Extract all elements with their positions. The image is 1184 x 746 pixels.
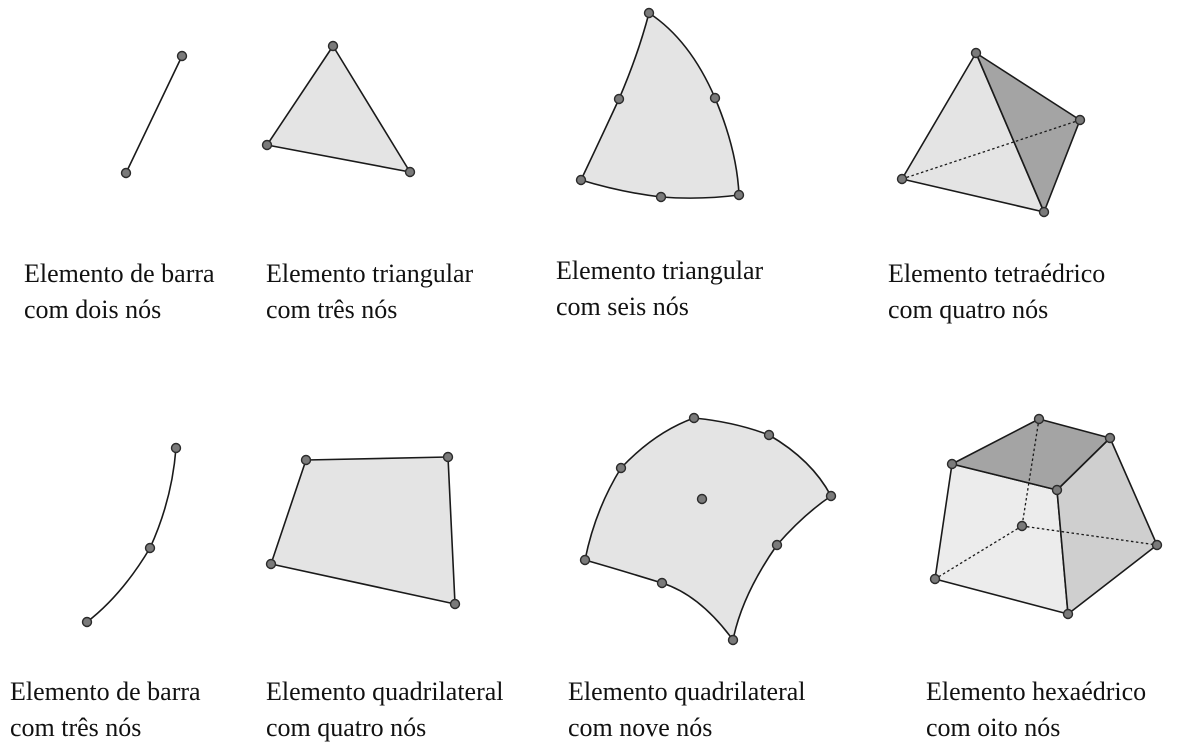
bar-edge (125, 55, 183, 174)
node (579, 554, 591, 566)
node (655, 191, 667, 203)
node (404, 166, 416, 178)
hex-hidden-edge (1021, 418, 1040, 527)
tetra-hidden-edge (901, 119, 1081, 180)
caption-line: com seis nós (556, 292, 689, 321)
caption-line: Elemento quadrilateral (266, 677, 504, 706)
node (656, 577, 668, 589)
node (709, 92, 721, 104)
node (300, 454, 312, 466)
tetrahedron-element-four-nodes (896, 47, 1086, 218)
node (896, 173, 908, 185)
node (727, 634, 739, 646)
caption-bar-two-nodes: Elemento de barra com dois nós (24, 256, 215, 328)
node (575, 174, 587, 186)
node (170, 442, 182, 454)
node (970, 47, 982, 59)
node (771, 539, 783, 551)
quadrilateral-element-nine-nodes (579, 412, 837, 646)
node (688, 412, 700, 424)
triangle-element-three-nodes (261, 40, 416, 178)
caption-line: Elemento de barra (24, 259, 215, 288)
node (327, 40, 339, 52)
bar-element-three-nodes (81, 442, 182, 628)
node (733, 189, 745, 201)
node (442, 451, 454, 463)
quad-face (270, 456, 456, 605)
caption-quadrilateral-nine-nodes: Elemento quadrilateral com nove nós (568, 674, 806, 746)
caption-line: com quatro nós (888, 295, 1049, 324)
node (176, 50, 188, 62)
caption-line: com oito nós (926, 713, 1061, 742)
node (1033, 413, 1045, 425)
caption-quadrilateral-four-nodes: Elemento quadrilateral com quatro nós (266, 674, 504, 746)
caption-triangle-six-nodes: Elemento triangular com seis nós (556, 253, 763, 325)
caption-line: Elemento triangular (556, 256, 764, 285)
caption-line: Elemento quadrilateral (568, 677, 806, 706)
quadrilateral-element-four-nodes (265, 451, 461, 610)
node (929, 573, 941, 585)
caption-bar-three-nodes: Elemento de barra com três nós (10, 674, 201, 746)
node (946, 458, 958, 470)
node (81, 616, 93, 628)
caption-line: Elemento hexaédrico (926, 677, 1147, 706)
caption-triangle-three-nodes: Elemento triangular com três nós (266, 256, 473, 328)
node (1062, 608, 1074, 620)
caption-line: com quatro nós (266, 713, 427, 742)
node (144, 542, 156, 554)
curved-bar-edge (86, 447, 177, 623)
caption-line: Elemento triangular (266, 259, 474, 288)
triangle-face (266, 45, 411, 173)
node (1051, 484, 1063, 496)
node (1016, 520, 1028, 532)
bar-element-two-nodes (120, 50, 188, 179)
curved-triangle-face (580, 12, 740, 199)
node (265, 558, 277, 570)
node (449, 598, 461, 610)
caption-tetrahedron-four-nodes: Elemento tetraédrico com quatro nós (888, 256, 1105, 328)
node (1104, 432, 1116, 444)
node (615, 462, 627, 474)
caption-line: Elemento de barra (10, 677, 201, 706)
caption-line: Elemento tetraédrico (888, 259, 1106, 288)
node (1151, 539, 1163, 551)
hexahedron-element-eight-nodes (929, 413, 1163, 620)
caption-line: com três nós (266, 295, 398, 324)
node (643, 7, 655, 19)
node (1038, 206, 1050, 218)
center-node (696, 493, 708, 505)
node (613, 93, 625, 105)
caption-line: com nove nós (568, 713, 713, 742)
triangle-element-six-nodes (575, 7, 745, 203)
caption-line: com três nós (10, 713, 142, 742)
caption-hexahedron-eight-nodes: Elemento hexaédrico com oito nós (926, 674, 1146, 746)
node (1074, 114, 1086, 126)
tetra-side-face (975, 52, 1081, 213)
node (825, 490, 837, 502)
hex-hidden-edge (934, 525, 1023, 580)
curved-quad-face (584, 417, 832, 641)
node (120, 167, 132, 179)
node (261, 139, 273, 151)
caption-line: com dois nós (24, 295, 162, 324)
node (763, 429, 775, 441)
